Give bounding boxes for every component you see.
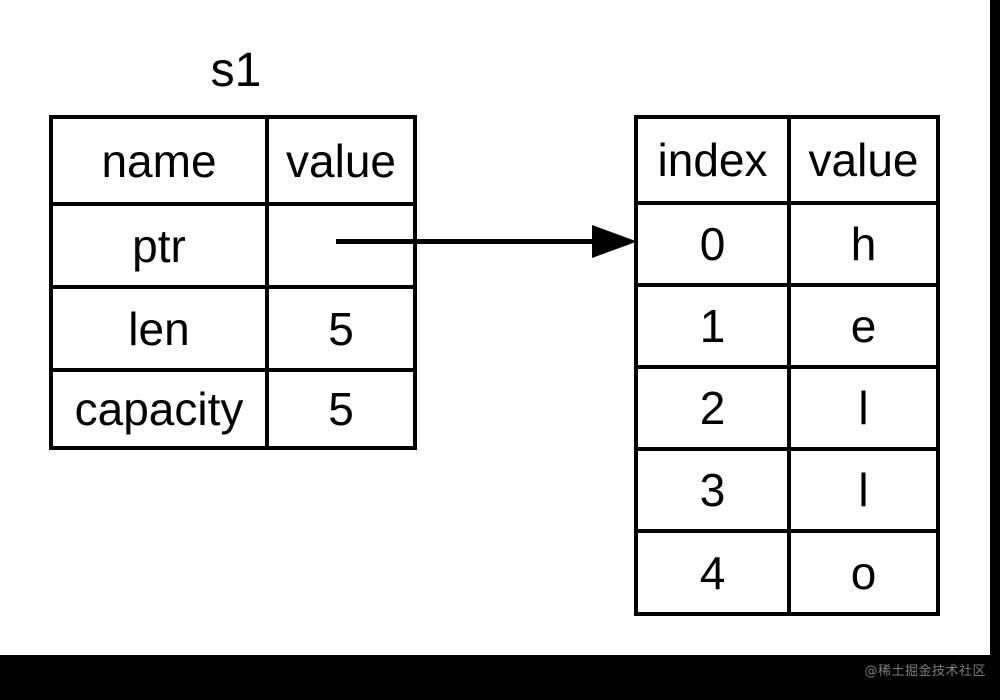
buffer-value-2: l [787, 369, 936, 447]
buffer-table: index value 0 h 1 e 2 l 3 l 4 o [634, 115, 940, 616]
table-row: 2 l [638, 365, 936, 447]
table-row: 0 h [638, 201, 936, 283]
table-row: ptr [53, 202, 413, 285]
struct-label-s1: s1 [210, 44, 262, 97]
buffer-header-value: value [787, 119, 936, 201]
buffer-header-index: index [657, 134, 768, 186]
buffer-index-4: 4 [699, 546, 726, 599]
buffer-value-4: o [787, 533, 936, 612]
buffer-index-0: 0 [699, 218, 726, 270]
struct-field-name-ptr: ptr [132, 219, 186, 272]
pointer-arrow [336, 218, 642, 266]
struct-field-value-ptr [265, 206, 413, 285]
buffer-index-1: 1 [699, 300, 726, 352]
bottom-edge-band [0, 655, 1000, 700]
table-row: 1 e [638, 283, 936, 365]
table-row: 4 o [638, 529, 936, 612]
table-header-row: name value [53, 119, 413, 202]
table-row: len 5 [53, 285, 413, 368]
buffer-value-1: e [787, 287, 936, 365]
arrow-right-icon [336, 225, 637, 258]
buffer-value-0: h [787, 205, 936, 283]
struct-header-name: name [101, 134, 217, 187]
table-header-row: index value [638, 119, 936, 201]
table-row: 3 l [638, 447, 936, 529]
right-edge-band [990, 0, 1000, 700]
buffer-index-3: 3 [699, 464, 726, 516]
buffer-value-3: l [787, 451, 936, 529]
struct-field-value-len: 5 [265, 289, 413, 368]
struct-header-value: value [265, 119, 413, 202]
struct-table: name value ptr len 5 capacity 5 [49, 115, 417, 450]
struct-field-name-capacity: capacity [74, 383, 244, 435]
struct-field-name-len: len [128, 302, 190, 355]
buffer-index-2: 2 [699, 382, 726, 434]
struct-field-value-capacity: 5 [265, 372, 413, 446]
table-row: capacity 5 [53, 368, 413, 446]
watermark-text: @稀土掘金技术社区 [864, 664, 986, 679]
